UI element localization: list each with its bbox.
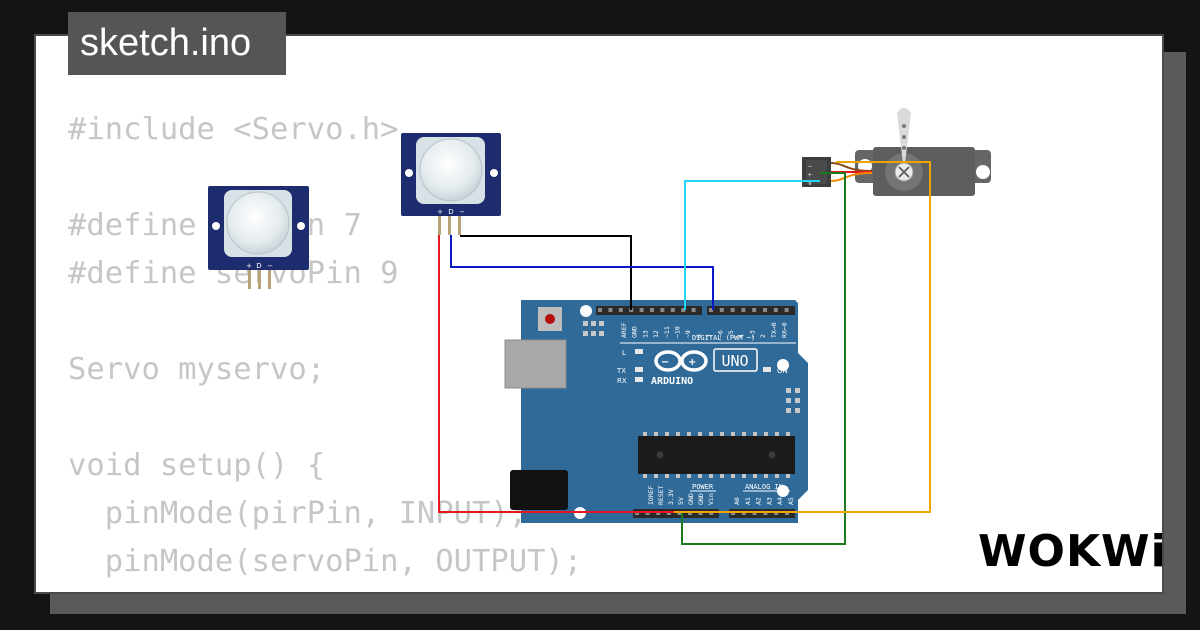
pir-left-pin-minus: − [267, 262, 273, 270]
board-logo-text: ARDUINO [651, 376, 693, 387]
wire-servo-vcc [674, 161, 931, 513]
pin-label: 3.3V [667, 489, 675, 505]
code-line: #include <Servo.h> [68, 112, 399, 147]
pin-label: 8 [695, 334, 703, 338]
pin-label: A2 [755, 497, 763, 505]
svg-text:+: + [808, 172, 812, 179]
pin-label: ~5 [727, 330, 735, 338]
analog-header [729, 509, 795, 518]
pir-left-pin-plus: + [246, 262, 252, 270]
pin-label: 12 [652, 330, 660, 338]
pin-label: A5 [787, 497, 795, 505]
svg-text:−: − [661, 357, 669, 368]
led-label-rx: RX [617, 377, 627, 385]
svg-text:+: + [688, 357, 696, 368]
pin-label: TX→0 [770, 322, 778, 338]
wire-gnd [460, 235, 632, 310]
arduino-infinity-logo [654, 350, 708, 372]
power-jack [510, 470, 568, 510]
pir-sensor-left[interactable]: + D − [208, 186, 309, 289]
pir-pin-plus: + [437, 208, 443, 216]
code-preview: #include <Servo.h> #define pirPin 7 #def… [68, 106, 583, 592]
code-lines: #include <Servo.h> #define pirPin 7 #def… [68, 112, 583, 592]
pin-label: A1 [744, 497, 752, 505]
svg-text:V: V [808, 180, 812, 187]
led-label-on: ON [777, 367, 788, 375]
pin-label: ~3 [748, 330, 756, 338]
pin-label: 5V [677, 497, 685, 505]
pin-label: A4 [776, 497, 784, 505]
board-model: UNO [721, 352, 748, 370]
analog-label: ANALOG IN [745, 483, 783, 491]
pin-label: ~11 [663, 326, 671, 338]
pin-label: AREF [620, 322, 628, 338]
pin-label: A3 [765, 497, 773, 505]
digital-header-low [707, 306, 795, 315]
pin-label: 4 [738, 334, 746, 338]
pin-label: A0 [733, 497, 741, 505]
pir-pin-d: D [448, 208, 453, 216]
pir-pin-minus: − [459, 208, 465, 216]
digital-label: DIGITAL (PWM ~) [692, 334, 755, 342]
pin-label: ~6 [716, 330, 724, 338]
svg-text:−: − [808, 163, 812, 170]
pin-label: GND [687, 493, 695, 505]
led-label-tx: TX [616, 367, 626, 375]
pin-label: IOREF [647, 485, 655, 505]
pin-label: ~10 [674, 326, 682, 338]
servo-motor[interactable]: − +V [802, 108, 991, 196]
pin-label: 7 [706, 334, 714, 338]
code-line: Servo myservo; [68, 352, 326, 387]
pin-label: GND [631, 326, 639, 338]
code-line: void setup() { [68, 448, 326, 483]
power-label: POWER [692, 483, 714, 491]
code-line: pinMode(servoPin, OUTPUT); [68, 544, 583, 579]
wires [438, 161, 931, 545]
pin-label: 2 [759, 334, 767, 338]
usb-port [504, 339, 567, 389]
digital-header-high [596, 306, 702, 315]
pin-label: 13 [641, 330, 649, 338]
wire-servo-pwm [684, 180, 820, 310]
pin-label: Vin [707, 493, 715, 505]
wire-vcc [438, 235, 677, 513]
wokwi-logo: WOKWi [978, 526, 1167, 577]
power-header [633, 509, 719, 518]
pin-label: RX←0 [781, 322, 789, 338]
file-name: sketch.ino [80, 22, 252, 64]
pir-left-pin-d: D [256, 262, 261, 270]
wire-servo-gnd [681, 172, 846, 545]
pin-label: RESET [657, 485, 665, 505]
led-label-l: L [622, 349, 626, 357]
code-line: pinMode(pirPin, INPUT); [68, 496, 528, 531]
pin-label: GND [697, 493, 705, 505]
file-name-tab: sketch.ino [68, 12, 286, 75]
wire-signal [450, 235, 714, 310]
pin-label: ~9 [684, 330, 692, 338]
pir-sensor[interactable]: + D − [401, 133, 501, 235]
